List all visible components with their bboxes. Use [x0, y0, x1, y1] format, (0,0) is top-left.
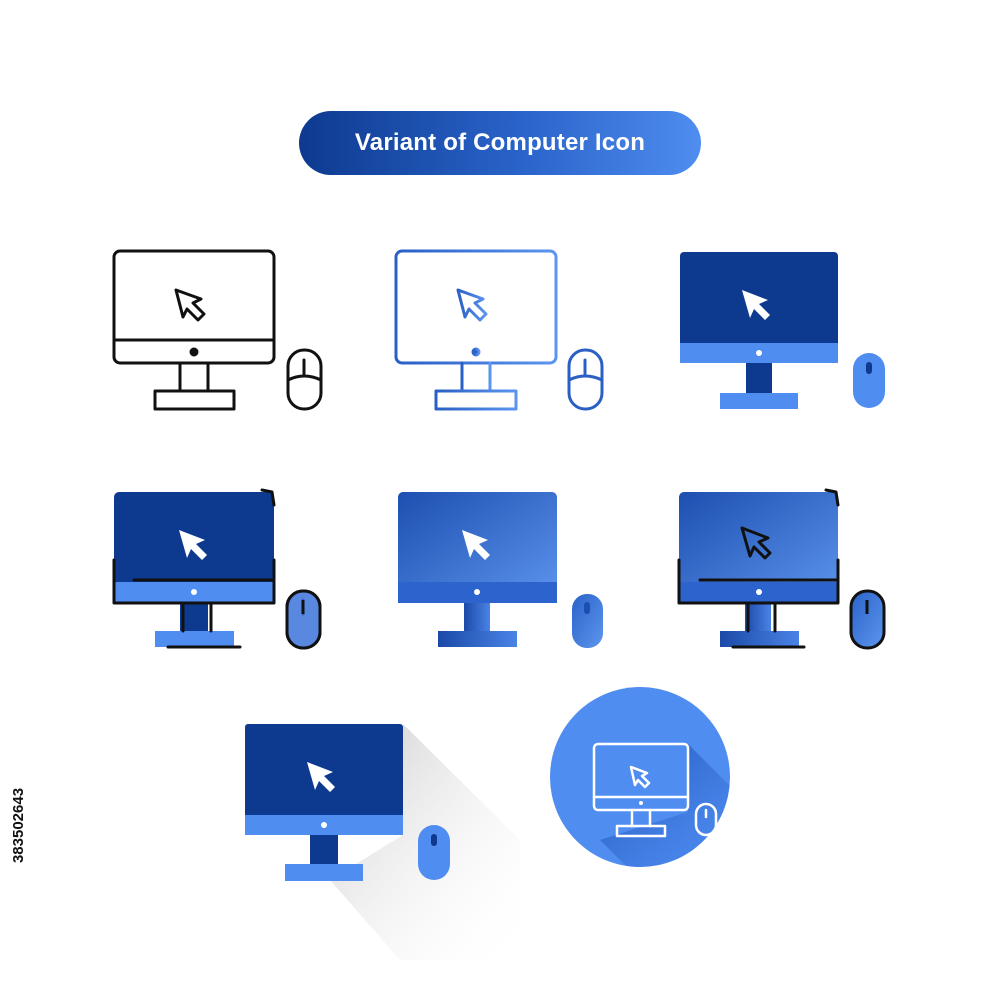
title-banner: Variant of Computer Icon [299, 111, 701, 175]
computer-icon-circle-badge [550, 687, 730, 867]
computer-icon-gradient [398, 492, 603, 648]
stock-id-text: 383502643 [10, 787, 28, 863]
computer-icon-flat-long-shadow [245, 724, 520, 960]
computer-icon-filled-outline [112, 488, 322, 650]
computer-icon-line-black [112, 249, 323, 411]
computer-icon-line-gradient [394, 249, 604, 411]
stock-id-label: 383502643 [8, 760, 30, 890]
computer-icon-gradient-outline [677, 488, 886, 650]
computer-icon-flat [680, 252, 885, 409]
title-text: Variant of Computer Icon [354, 129, 646, 156]
